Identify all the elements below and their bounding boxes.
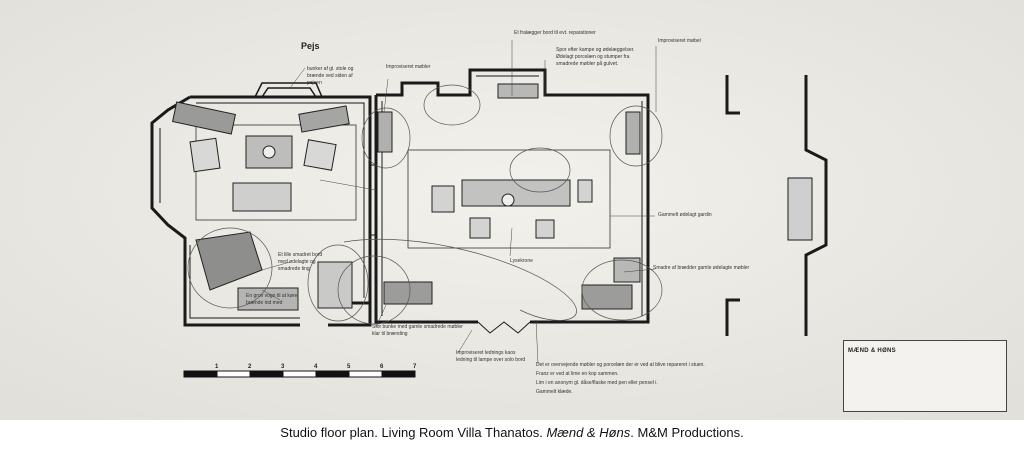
title-block: MÆND & HØNS — [843, 340, 1007, 412]
left-room-inner-lines — [159, 102, 365, 319]
bottom-note-1: Det er overvejende møbler og porcelæn de… — [536, 362, 705, 368]
bottom-note-2: Franz er ved at lime en kop sammen. — [536, 371, 619, 377]
fireplace — [254, 82, 323, 98]
improviseret-ledning-label: Improviseret lednings kaos ledning til l… — [456, 350, 526, 363]
et-lille-label: Et lille smadret bord med ødelagte og sm… — [278, 252, 323, 272]
far-right-walls — [725, 75, 828, 336]
stor-bunke-label: Stor bunke med gamle smadrede møbler kla… — [372, 324, 463, 337]
spor-label: Spor efter kampe og ødelæggelser. Ødelag… — [556, 47, 635, 67]
rug-outline — [195, 124, 611, 249]
improviseret-mobler-label: Improviseret møbler — [386, 64, 431, 70]
floor-plan-drawing — [0, 0, 1024, 420]
gammel-gardin-label: Gammelt ødelagt gardin — [658, 212, 712, 218]
scale-tick-label: 6 — [380, 364, 384, 370]
right-window — [787, 177, 813, 241]
smadre-label: Smadre af brædder gamle ødelagte møbler — [653, 265, 750, 271]
title-block-brand: MÆND & HØNS — [848, 348, 896, 354]
lysekrone-label: Lysekrone — [510, 258, 533, 264]
leader-lines — [261, 40, 657, 365]
entrance-door — [477, 321, 531, 334]
scale-tick-label: 5 — [347, 364, 351, 370]
pejs-label: Pejs — [301, 41, 320, 51]
scale-tick-label: 4 — [314, 364, 318, 370]
en-grov-label: En grov vogn til at køre brænde ind med — [246, 293, 298, 306]
figure-caption: Studio floor plan. Living Room Villa Tha… — [0, 425, 1024, 440]
scale-tick-label: 7 — [413, 364, 417, 370]
caption-part-1: Studio floor plan. Living Room Villa Tha… — [280, 425, 547, 440]
scale-tick-label: 2 — [248, 364, 252, 370]
floor-plan-sheet: Pejs bunker af gl. stole og brænde ved s… — [0, 0, 1024, 420]
improviseret-mobel-label: Improviseret møbel — [658, 38, 701, 44]
scale-bar — [183, 370, 416, 378]
fraleggerbord-label: Et fralægger bord til evt. reparationer — [514, 30, 596, 36]
right-room-furniture — [377, 83, 641, 310]
annotation-circles — [187, 84, 663, 325]
left-room-walls — [150, 95, 372, 327]
bottom-note-3: Lim i en anonym gl. dåse/flaske med pen … — [536, 380, 658, 386]
pejs-note: bunker af gl. stole og brænde ved siden … — [307, 66, 354, 86]
scale-tick-label: 1 — [215, 364, 219, 370]
caption-part-3: . M&M Productions. — [630, 425, 744, 440]
scale-tick-label: 3 — [281, 364, 285, 370]
bottom-note-4: Gammelt klæde. — [536, 389, 573, 395]
left-room-furniture — [171, 101, 353, 311]
caption-title-italic: Mænd & Høns — [546, 425, 631, 440]
